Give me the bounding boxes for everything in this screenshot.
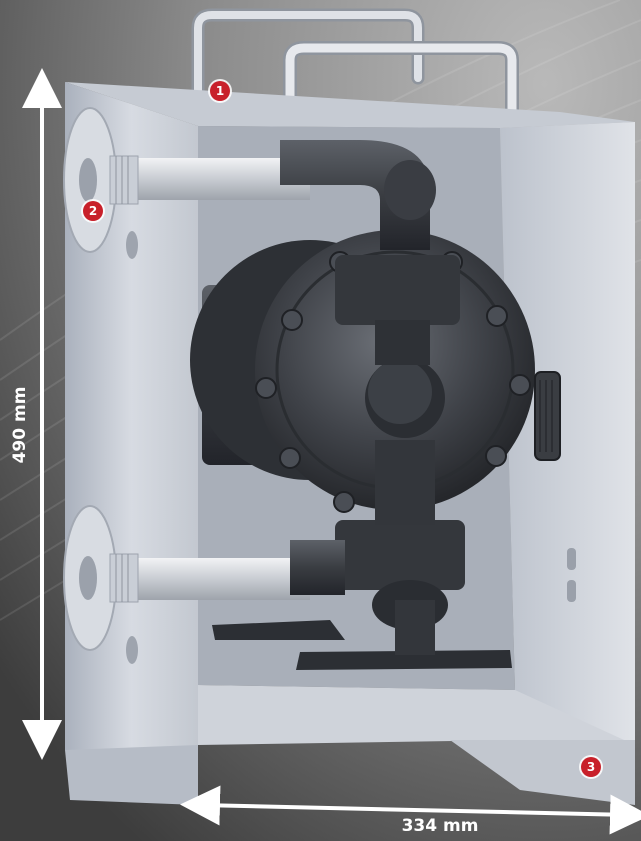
width-dimension-label: 334 mm: [401, 816, 479, 836]
suction-manifold: [290, 540, 345, 595]
callout-marker-2: 2: [83, 201, 103, 221]
outlet-flange: [63, 107, 139, 253]
manifold-elbow-cap: [384, 160, 436, 220]
right-panel-slot: [567, 548, 576, 570]
callout-marker-1: 1: [210, 81, 230, 101]
top-port-block: [335, 255, 460, 325]
inlet-flange: [63, 505, 139, 651]
center-hub-highlight: [368, 360, 432, 424]
bottom-port-block: [335, 520, 465, 590]
pump-pedestal: [395, 600, 435, 655]
pump-foot-right: [296, 650, 512, 670]
pump-foot-left: [212, 620, 345, 640]
width-dimension-arrow: [180, 785, 641, 835]
callout-marker-3: 3: [581, 757, 601, 777]
outlet-pipe: [120, 158, 310, 200]
inlet-pipe: [120, 558, 310, 600]
frame-top-panel: [65, 82, 635, 128]
panel-hole: [126, 636, 138, 664]
lifting-handle-back: [191, 8, 425, 97]
panel-hole: [126, 231, 138, 259]
top-port-neck: [375, 320, 430, 365]
lifting-handle-front: [283, 41, 519, 119]
bottom-port-neck: [375, 440, 435, 525]
discharge-manifold: [280, 140, 430, 250]
right-panel-slot: [567, 580, 576, 602]
frame-base: [198, 685, 635, 800]
height-dimension-label: 490 mm: [10, 386, 30, 464]
adjustment-knob: [534, 371, 561, 461]
frame-front-foot: [65, 745, 198, 805]
frame-right-panel: [500, 122, 635, 800]
